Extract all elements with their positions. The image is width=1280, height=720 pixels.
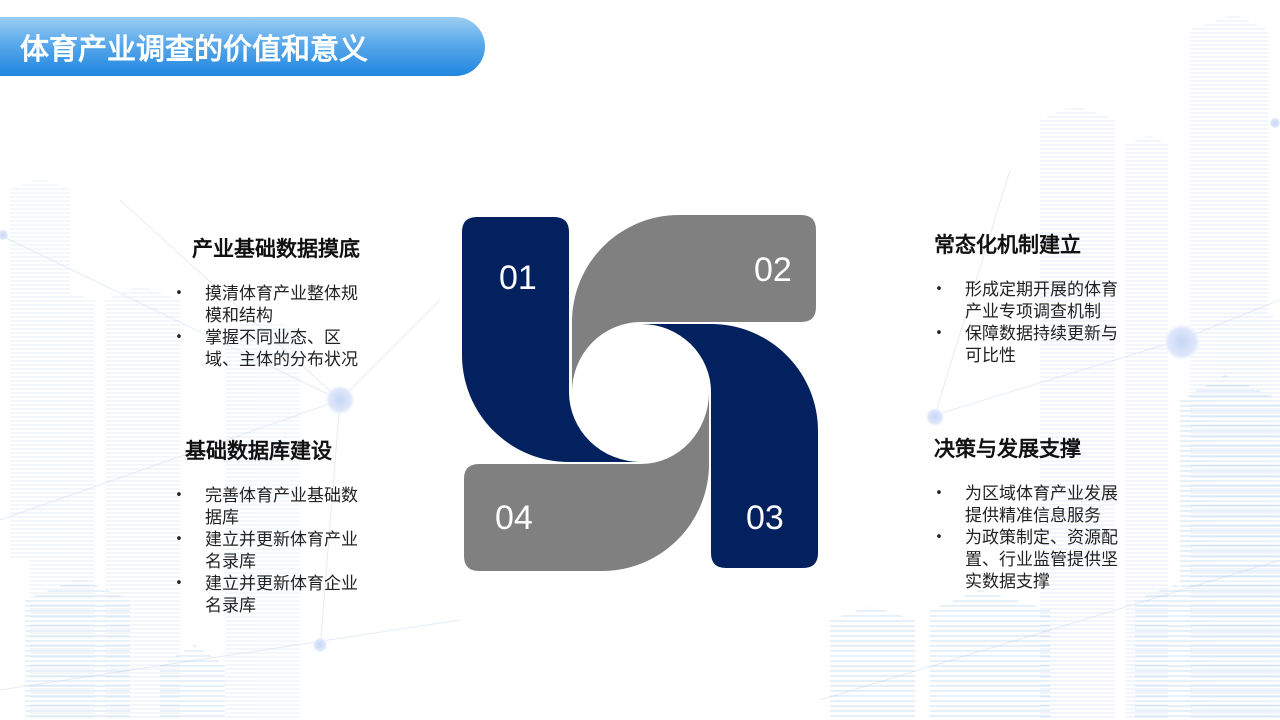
list-item: • 建立并更新体育产业名录库 — [172, 529, 365, 573]
list-item-text: 形成定期开展的体育产业专项调查机制 — [965, 280, 1118, 322]
list-item: • 为区域体育产业发展提供精准信息服务 — [932, 483, 1125, 527]
bullet-icon: • — [175, 286, 183, 301]
bullet-icon: • — [935, 530, 943, 545]
list-item: • 保障数据持续更新与可比性 — [932, 323, 1125, 367]
list-item-text: 掌握不同业态、区域、主体的分布状况 — [205, 328, 358, 370]
list-item: • 完善体育产业基础数据库 — [172, 485, 365, 529]
list-item-text: 摸清体育产业整体规模和结构 — [205, 284, 358, 326]
section-decision-support: 决策与发展支撑 • 为区域体育产业发展提供精准信息服务 • 为政策制定、资源配置… — [932, 433, 1125, 593]
list-item-text: 为政策制定、资源配置、行业监管提供坚实数据支撑 — [965, 528, 1118, 592]
bullet-list: • 形成定期开展的体育产业专项调查机制 • 保障数据持续更新与可比性 — [932, 279, 1125, 367]
bullet-icon: • — [935, 486, 943, 501]
four-step-cycle-diagram: 01 02 03 04 — [455, 205, 825, 580]
list-item-text: 建立并更新体育产业名录库 — [205, 530, 358, 572]
section-industry-baseline: 产业基础数据摸底 • 摸清体育产业整体规模和结构 • 掌握不同业态、区域、主体的… — [172, 233, 365, 371]
bullet-list: • 摸清体育产业整体规模和结构 • 掌握不同业态、区域、主体的分布状况 — [172, 283, 365, 371]
bullet-list: • 为区域体育产业发展提供精准信息服务 • 为政策制定、资源配置、行业监管提供坚… — [932, 483, 1125, 593]
section-regular-mechanism: 常态化机制建立 • 形成定期开展的体育产业专项调查机制 • 保障数据持续更新与可… — [932, 229, 1125, 367]
title-banner: 体育产业调查的价值和意义 — [0, 17, 485, 76]
bullet-icon: • — [175, 576, 183, 591]
bullet-icon: • — [935, 326, 943, 341]
bullet-icon: • — [935, 282, 943, 297]
step-02-number: 02 — [754, 251, 792, 289]
step-01-number: 01 — [499, 259, 537, 297]
list-item: • 摸清体育产业整体规模和结构 — [172, 283, 365, 327]
bullet-icon: • — [175, 330, 183, 345]
section-database-building: 基础数据库建设 • 完善体育产业基础数据库 • 建立并更新体育产业名录库 • 建… — [172, 435, 365, 617]
step-03-shape — [641, 324, 818, 568]
section-heading: 基础数据库建设 — [185, 439, 332, 463]
list-item: • 形成定期开展的体育产业专项调查机制 — [932, 279, 1125, 323]
step-04-shape — [464, 392, 709, 571]
list-item-text: 为区域体育产业发展提供精准信息服务 — [965, 484, 1118, 526]
list-item: • 掌握不同业态、区域、主体的分布状况 — [172, 327, 365, 371]
page-title: 体育产业调查的价值和意义 — [20, 31, 369, 66]
step-02-shape — [572, 215, 816, 392]
list-item-text: 保障数据持续更新与可比性 — [965, 324, 1118, 366]
bullet-icon: • — [175, 532, 183, 547]
section-heading: 常态化机制建立 — [934, 233, 1081, 257]
step-04-number: 04 — [495, 499, 533, 537]
step-01-shape — [462, 217, 641, 462]
step-03-number: 03 — [746, 499, 784, 537]
section-heading: 产业基础数据摸底 — [192, 237, 360, 261]
list-item-text: 完善体育产业基础数据库 — [205, 486, 358, 528]
list-item: • 为政策制定、资源配置、行业监管提供坚实数据支撑 — [932, 527, 1125, 593]
bullet-icon: • — [175, 488, 183, 503]
list-item: • 建立并更新体育企业名录库 — [172, 573, 365, 617]
bullet-list: • 完善体育产业基础数据库 • 建立并更新体育产业名录库 • 建立并更新体育企业… — [172, 485, 365, 617]
section-heading: 决策与发展支撑 — [934, 437, 1081, 461]
list-item-text: 建立并更新体育企业名录库 — [205, 574, 358, 616]
